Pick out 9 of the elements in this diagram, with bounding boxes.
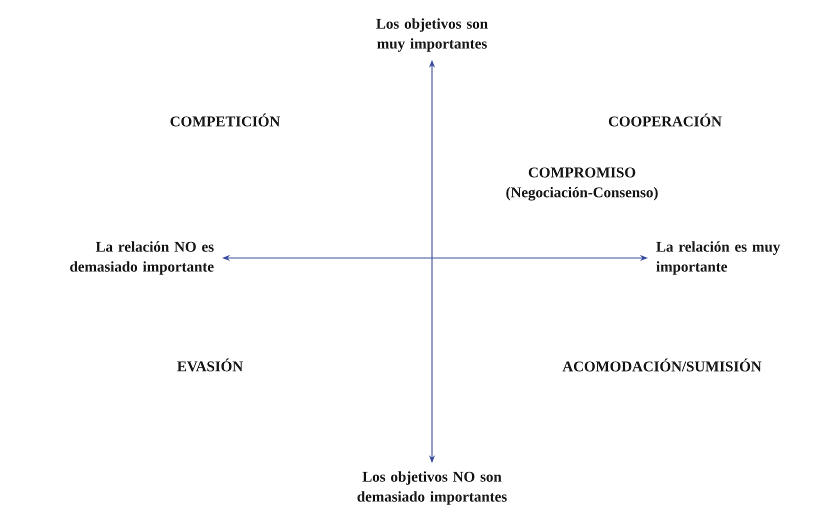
axis-label: Los objetivos NO son demasiado importantes	[357, 471, 507, 505]
quadrant-label: COMPROMISO (Negociación-Consenso)	[506, 167, 658, 201]
axis-label: La relación NO es demasiado importante	[70, 241, 214, 275]
quadrant-label: EVASIÓN	[177, 358, 243, 372]
quadrant-label: COMPETICIÓN	[170, 114, 280, 126]
quadrant-label: COOPERACIÓN	[608, 114, 722, 126]
quadrant-label: ACOMODACIÓN/SUMISIÓN	[562, 358, 762, 372]
axis-label: La relación es muy importante	[656, 241, 780, 275]
axis-label: Los objetivos son muy importantes	[376, 18, 488, 52]
